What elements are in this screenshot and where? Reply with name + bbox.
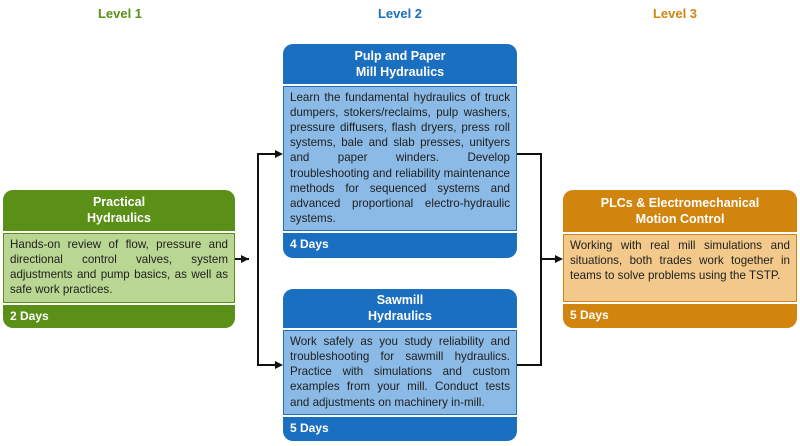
course-duration: 2 Days bbox=[10, 308, 49, 323]
course-title-line-2: Mill Hydraulics bbox=[355, 64, 445, 79]
arrow-right-icon bbox=[555, 255, 563, 263]
level-3-heading: Level 3 bbox=[652, 6, 698, 21]
course-title-line-1: PLCs & Electromechanical bbox=[600, 196, 760, 210]
course-description: Learn the fundamental hydraulics of truc… bbox=[283, 85, 517, 232]
course-title: PLCs & Electromechanical Motion Control bbox=[563, 190, 797, 232]
course-duration: 5 Days bbox=[290, 420, 329, 435]
connector-line bbox=[257, 153, 275, 155]
connector-line bbox=[257, 364, 275, 366]
connector-line bbox=[517, 153, 541, 155]
course-card-practical-hydraulics: Practical Hydraulics Hands-on review of … bbox=[3, 190, 235, 328]
connector-line bbox=[517, 364, 541, 366]
course-duration: 5 Days bbox=[570, 308, 609, 322]
course-title-line-1: Practical bbox=[92, 195, 146, 210]
course-card-plcs-motion-control: PLCs & Electromechanical Motion Control … bbox=[563, 190, 797, 328]
course-title-line-2: Hydraulics bbox=[87, 211, 151, 226]
level-1-heading: Level 1 bbox=[97, 6, 143, 21]
course-title: Sawmill Hydraulics bbox=[283, 289, 517, 328]
course-description: Work safely as you study reliability and… bbox=[283, 329, 517, 415]
course-title-line-1: Sawmill bbox=[376, 293, 424, 308]
course-duration: 4 Days bbox=[290, 237, 329, 252]
course-title-line-2: Motion Control bbox=[635, 212, 725, 226]
arrow-right-icon bbox=[241, 255, 249, 263]
connector-line bbox=[540, 258, 555, 260]
connector-line bbox=[257, 153, 259, 365]
course-title: Practical Hydraulics bbox=[3, 190, 235, 231]
course-title: Pulp and Paper Mill Hydraulics bbox=[283, 44, 517, 84]
arrow-right-icon bbox=[275, 361, 283, 369]
level-2-heading: Level 2 bbox=[377, 6, 423, 21]
course-card-sawmill-hydraulics: Sawmill Hydraulics Work safely as you st… bbox=[283, 289, 517, 441]
course-description: Working with real mill simulations and s… bbox=[563, 234, 797, 302]
arrow-right-icon bbox=[275, 150, 283, 158]
course-description: Hands-on review of flow, pressure and di… bbox=[3, 232, 235, 303]
course-card-pulp-and-paper: Pulp and Paper Mill Hydraulics Learn the… bbox=[283, 44, 517, 258]
course-title-line-2: Hydraulics bbox=[368, 309, 432, 324]
course-title-line-1: Pulp and Paper bbox=[354, 48, 446, 63]
